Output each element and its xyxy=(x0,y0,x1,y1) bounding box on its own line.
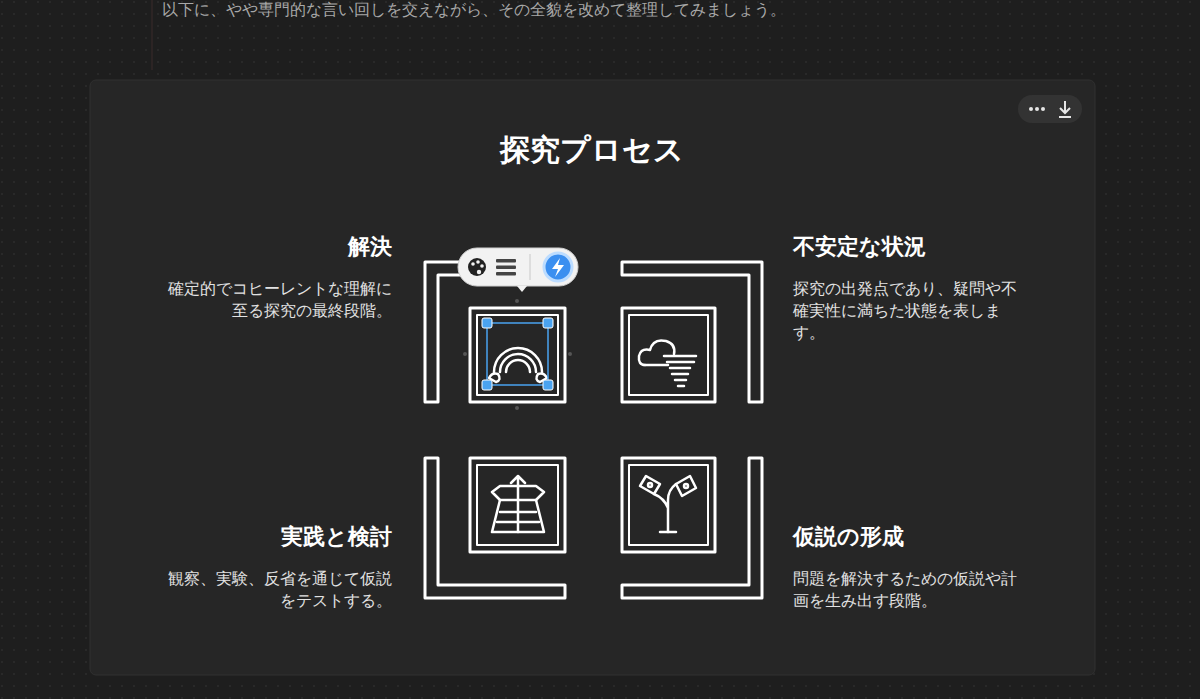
brackets xyxy=(425,262,762,598)
stage-description: 探究の出発点であり、疑問や不確実性に満ちた状態を表します。 xyxy=(793,278,1029,344)
map-icon xyxy=(492,476,544,532)
stage-description: 問題を解決するための仮説や計画を生み出す段階。 xyxy=(793,568,1029,612)
stage-block: 解決確定的でコヒーレントな理解に至る探究の最終段階。 xyxy=(156,232,392,322)
panel-controls xyxy=(1018,95,1082,123)
stage-block: 仮説の形成問題を解決するための仮説や計画を生み出す段階。 xyxy=(793,522,1029,612)
note-text: 以下に、やや専門的な言い回しを交えながら、その全貌を改めて整理してみましょう。 xyxy=(162,0,786,20)
stage-description: 確定的でコヒーレントな理解に至る探究の最終段階。 xyxy=(156,278,392,322)
stage-heading: 実践と検討 xyxy=(156,522,392,552)
stage-heading: 仮説の形成 xyxy=(793,522,1029,552)
stage-block: 不安定な状況探究の出発点であり、疑問や不確実性に満ちた状態を表します。 xyxy=(793,232,1029,344)
stage-block: 実践と検討観察、実験、反省を通じて仮説をテストする。 xyxy=(156,522,392,612)
stage-heading: 不安定な状況 xyxy=(793,232,1029,262)
toolbar xyxy=(458,248,578,292)
stage-heading: 解決 xyxy=(156,232,392,262)
margin-line xyxy=(152,0,153,70)
storm-cloud-icon xyxy=(639,340,696,386)
rainbow-icon xyxy=(489,348,547,382)
diagram-title: 探究プロセス xyxy=(392,130,792,170)
money-plant-icon xyxy=(640,476,696,532)
panel xyxy=(90,80,1095,675)
selection-overlay xyxy=(463,299,572,410)
stage-description: 観察、実験、反省を通じて仮説をテストする。 xyxy=(156,568,392,612)
